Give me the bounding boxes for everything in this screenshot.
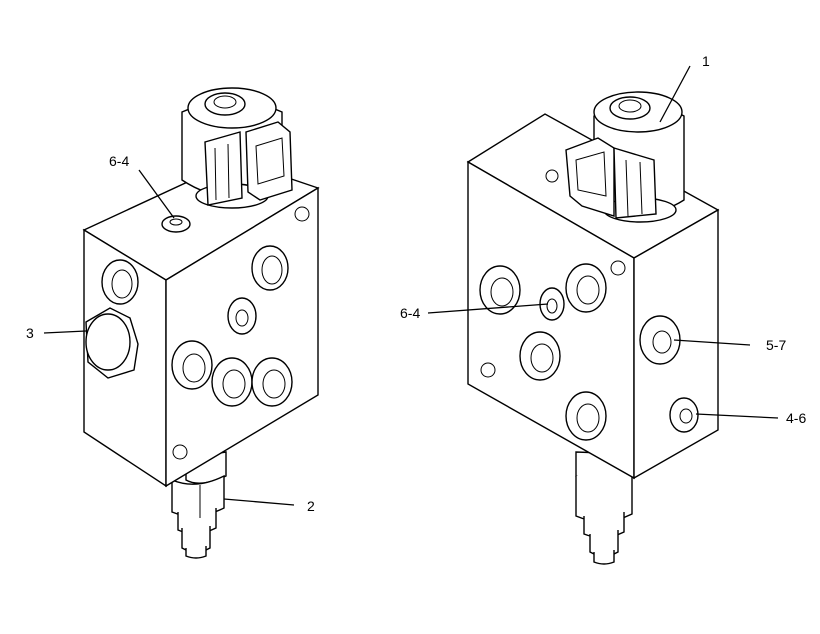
left-top-port — [161, 215, 191, 233]
left-cartridge — [171, 451, 227, 559]
callout-right-4-6: 4-6 — [786, 410, 806, 426]
right-cartridge — [575, 451, 633, 565]
left-valve-assembly — [43, 87, 320, 559]
right-side-ports — [639, 315, 699, 433]
right-valve-assembly — [427, 65, 779, 565]
left-side-ports — [171, 245, 293, 407]
callout-left-3: 3 — [26, 325, 34, 341]
right-front-ports — [479, 260, 626, 441]
callout-left-2: 2 — [307, 498, 315, 514]
left-front-port — [101, 259, 139, 305]
right-solenoid — [545, 91, 685, 223]
callout-right-5-7: 5-7 — [766, 337, 786, 353]
left-solenoid — [181, 87, 293, 209]
callout-right-6-4: 6-4 — [400, 305, 420, 321]
left-plug — [85, 307, 139, 379]
callout-right-1: 1 — [702, 53, 710, 69]
callout-left-6-4: 6-4 — [109, 153, 129, 169]
